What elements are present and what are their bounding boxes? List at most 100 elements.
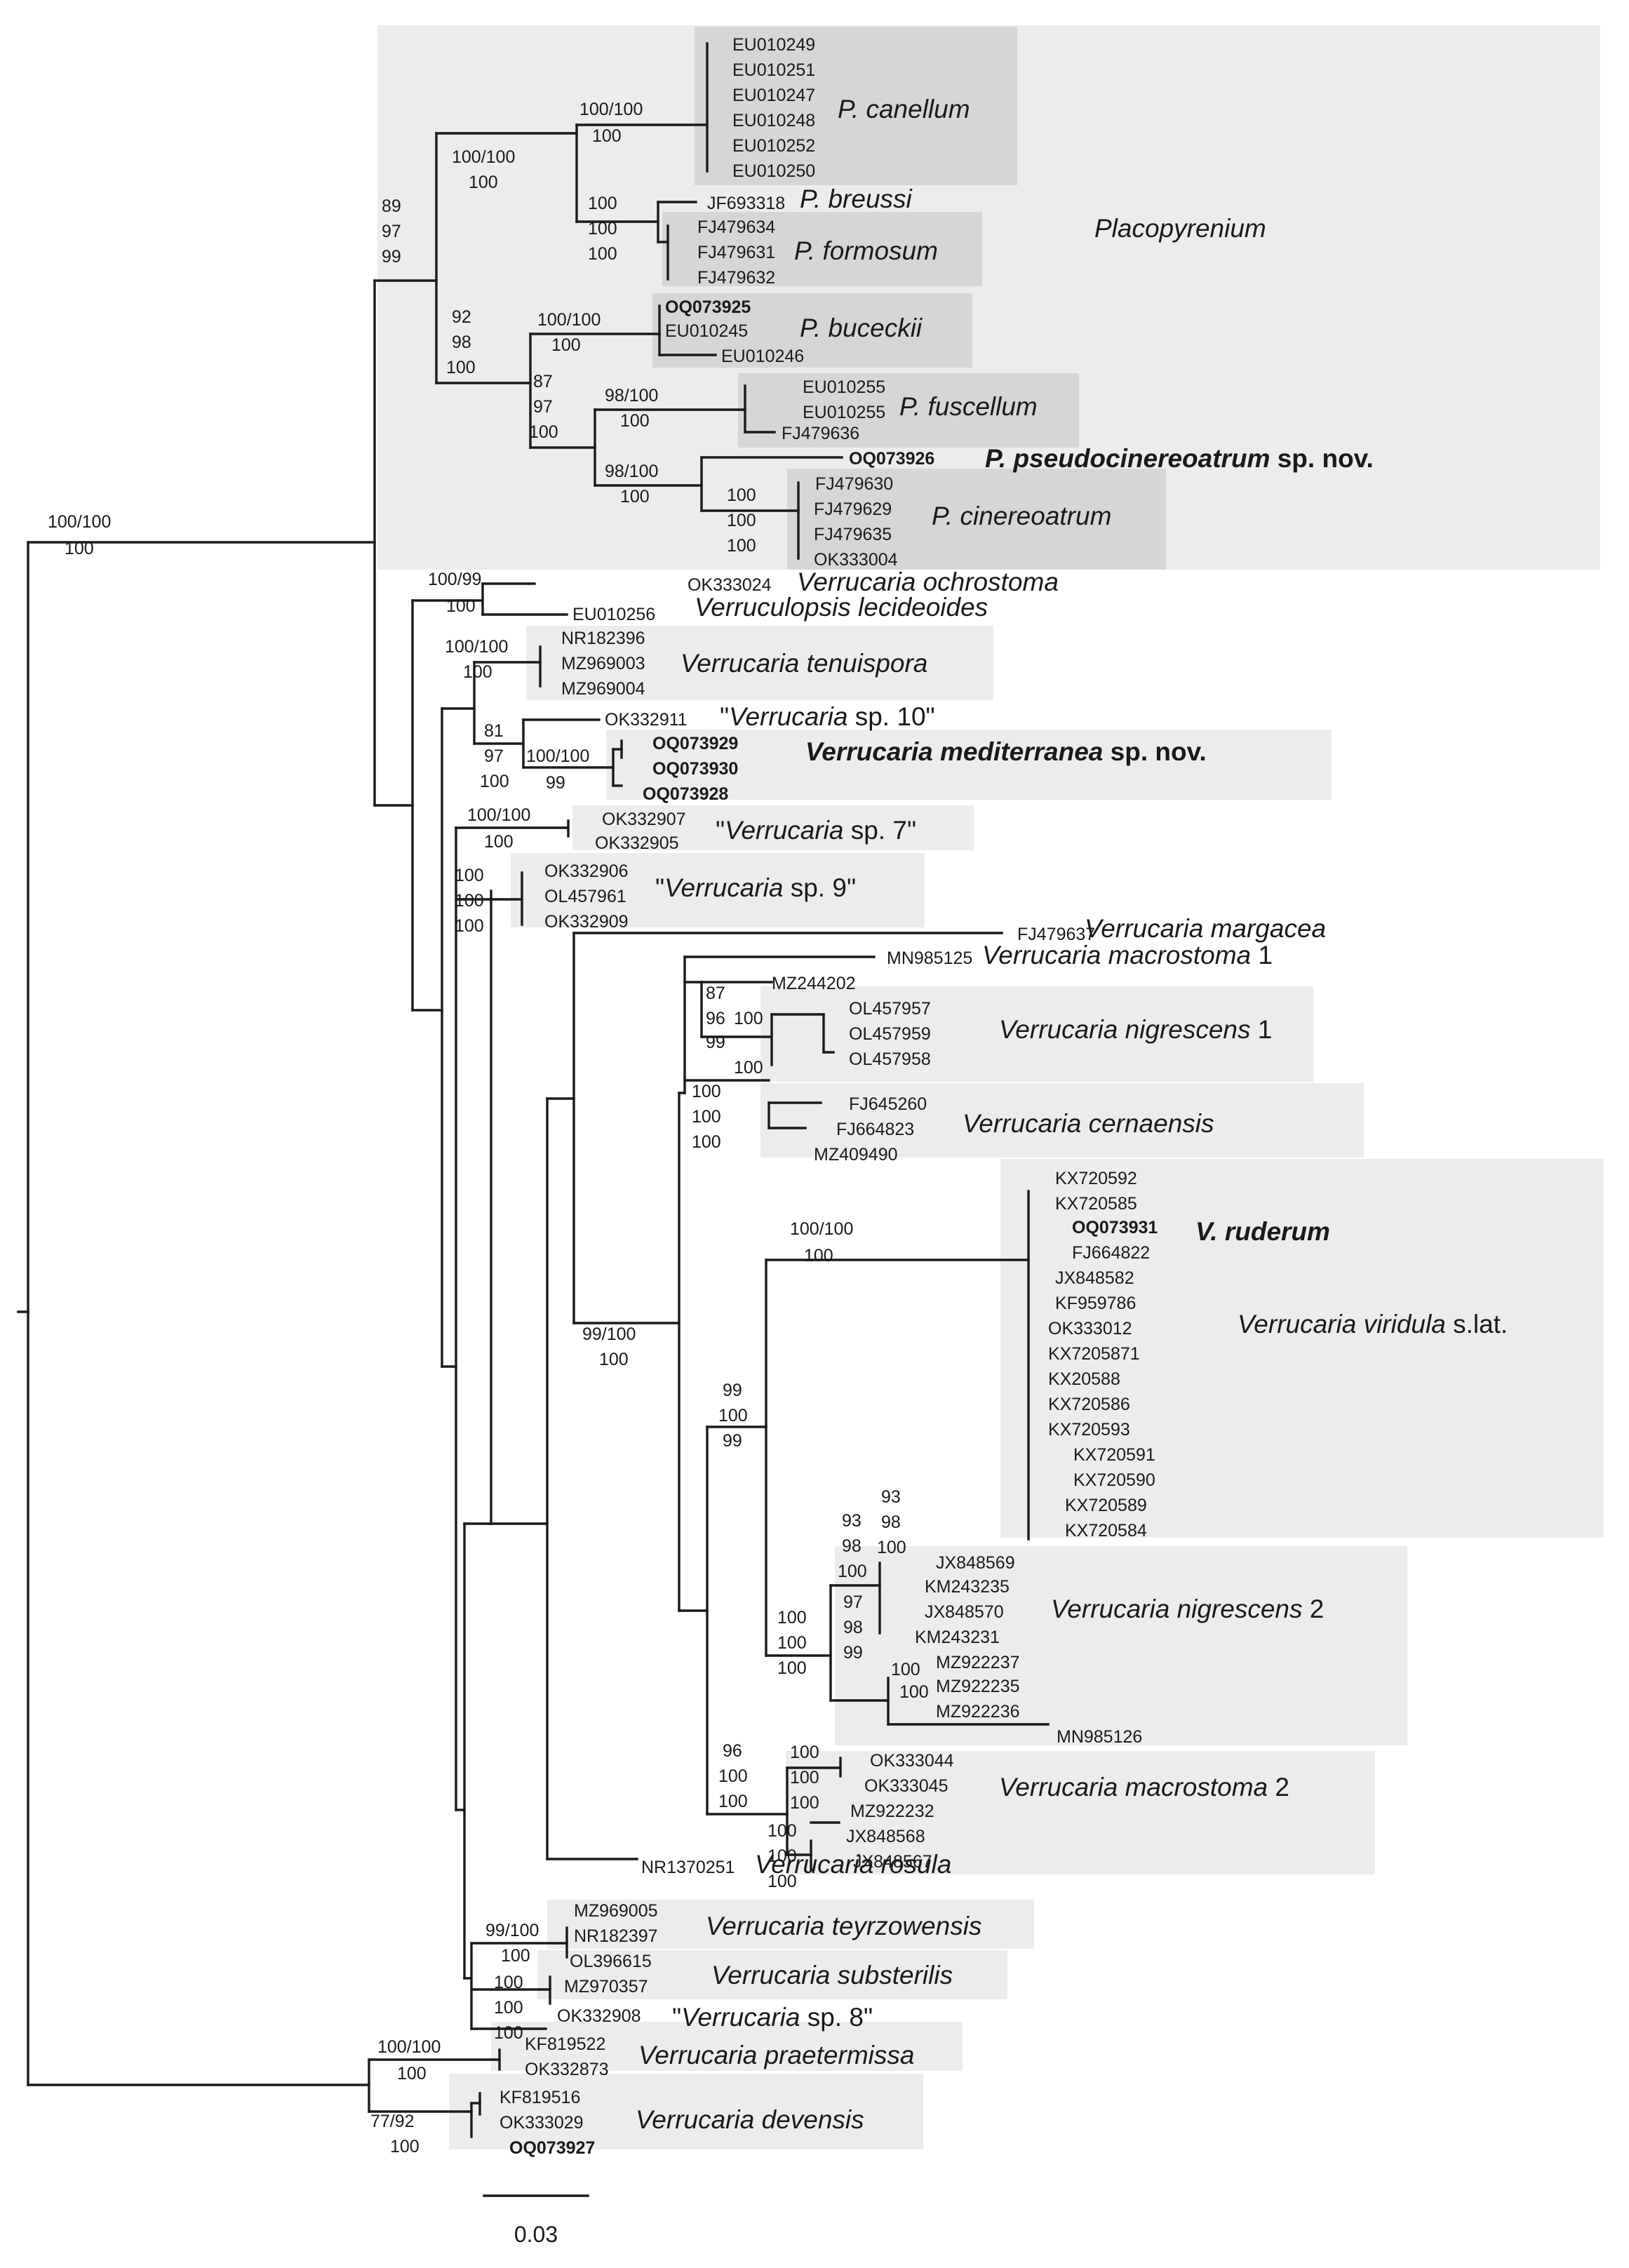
species-name: Verrucaria macrostoma <box>982 941 1251 969</box>
accession-label: OK332908 <box>557 2006 641 2026</box>
sp9-box <box>511 853 925 927</box>
viridula-box <box>1000 1159 1604 1538</box>
accession-label: FJ479637 <box>1017 925 1095 944</box>
support-value: 100 <box>899 1682 929 1702</box>
support-value: 100/100 <box>48 512 111 532</box>
support-value: 100 <box>790 1743 819 1762</box>
support-value: 100 <box>592 126 622 146</box>
accession-label: MZ969004 <box>561 679 645 699</box>
species-num: 2 <box>1303 1595 1325 1623</box>
support-value: 99/100 <box>582 1324 636 1344</box>
accession-label: KX720590 <box>1073 1470 1155 1490</box>
support-value: 100 <box>767 1872 797 1891</box>
support-value: 100 <box>455 916 484 936</box>
accession-label: OK332911 <box>605 710 688 730</box>
quote-open: " <box>716 816 725 845</box>
species-label: Verrucaria devensis <box>636 2105 864 2134</box>
accession-label: MZ922236 <box>936 1702 1020 1722</box>
support-value: 100 <box>790 1768 819 1787</box>
accession-label: OL457959 <box>849 1024 931 1044</box>
support-value: 100 <box>480 772 509 791</box>
accession-label: MZ922237 <box>936 1653 1020 1672</box>
support-value: 100 <box>790 1793 819 1813</box>
support-value: 100 <box>551 335 581 355</box>
species-label: Verruculopsis lecideoides <box>695 593 988 622</box>
accession-label: OK333024 <box>688 575 772 595</box>
accession-label: FJ645260 <box>849 1094 927 1114</box>
accession-label: OK332873 <box>525 2060 609 2079</box>
accession-label: OQ073928 <box>643 784 728 804</box>
clade-boxes <box>377 25 1604 2149</box>
support-value: 93 <box>881 1487 901 1507</box>
support-value: 100/100 <box>452 147 515 167</box>
support-value: 99 <box>843 1643 863 1663</box>
accession-labels: EU010249 EU010251 EU010247 EU010248 EU01… <box>500 35 1158 2158</box>
accession-label: NR1370251 <box>641 1858 735 1877</box>
support-value: 97 <box>533 397 553 417</box>
support-value: 98 <box>842 1536 862 1556</box>
species-label: P. fuscellum <box>899 392 1038 421</box>
accession-label: FJ664822 <box>1072 1243 1150 1263</box>
accession-label: OQ073925 <box>665 297 751 317</box>
species-label: P. cinereoatrum <box>932 502 1111 530</box>
accession-label: KX720586 <box>1048 1395 1130 1414</box>
support-value: 81 <box>484 721 504 741</box>
support-value: 100/100 <box>579 100 643 119</box>
accession-label: OQ073927 <box>509 2138 595 2158</box>
species-label: Verrucaria praetermissa <box>638 2041 914 2069</box>
support-value: 100 <box>777 1608 807 1628</box>
species-rest: sp. 10" <box>847 702 934 731</box>
support-value: 100 <box>767 1846 797 1866</box>
accession-label: KF819516 <box>500 2088 580 2107</box>
accession-label: FJ479636 <box>782 424 859 443</box>
accession-label: OL457961 <box>544 887 626 906</box>
species-label: Verrucaria viridula s.lat. <box>1238 1310 1508 1338</box>
mediterranea-box <box>606 730 1332 800</box>
nigrescens1-box <box>760 986 1313 1082</box>
genus-name: Verrucaria <box>725 816 843 845</box>
species-label: "Verrucaria sp. 7" <box>716 816 916 845</box>
accession-label: JX848582 <box>1055 1268 1134 1288</box>
support-value: 100 <box>494 1973 523 1992</box>
accession-label: OK332909 <box>544 912 629 932</box>
species-label: Verrucaria ochrostoma <box>797 568 1059 596</box>
accession-label: EU010255 <box>803 377 885 397</box>
support-value: 100/99 <box>428 570 481 589</box>
support-value: 100 <box>599 1350 629 1369</box>
cernaensis-box <box>760 1083 1364 1158</box>
species-rest: sp. 9" <box>783 873 856 902</box>
support-value: 98 <box>843 1618 863 1637</box>
accession-label: EU010245 <box>665 321 748 341</box>
accession-label: NR182397 <box>574 1926 658 1946</box>
quote-open: " <box>655 873 664 902</box>
accession-label: KX720591 <box>1073 1445 1155 1465</box>
accession-label: KF819522 <box>525 2034 605 2054</box>
support-value: 99 <box>546 773 565 793</box>
support-value: 100 <box>734 1009 763 1028</box>
accession-label: EU010251 <box>732 60 815 80</box>
support-value: 100 <box>727 536 756 556</box>
support-value: 99 <box>723 1381 742 1400</box>
accession-label: FJ479635 <box>814 525 892 544</box>
species-label: V. ruderum <box>1195 1217 1330 1246</box>
accession-label: OL457958 <box>849 1049 931 1069</box>
species-label: P. pseudocinereoatrum sp. nov. <box>985 444 1374 473</box>
species-suffix: s.lat. <box>1446 1310 1508 1338</box>
accession-label: OK333045 <box>864 1776 948 1796</box>
genus-label: Placopyrenium <box>1094 214 1266 243</box>
support-value: 99/100 <box>485 1921 539 1940</box>
accession-label: OQ073930 <box>652 759 738 779</box>
support-value: 87 <box>533 372 553 391</box>
genus-name: Verrucaria <box>664 873 783 902</box>
species-rest: sp. 7" <box>843 816 916 845</box>
accession-label: KX720589 <box>1065 1496 1147 1515</box>
accession-label: FJ479631 <box>697 243 775 262</box>
species-label: Verrucaria nigrescens 2 <box>1051 1595 1324 1623</box>
macrostoma2-box <box>786 1751 1375 1874</box>
species-label: Verrucaria nigrescens 1 <box>999 1015 1272 1044</box>
species-label: P. buceckii <box>800 314 923 342</box>
support-value: 100 <box>777 1658 807 1678</box>
genus-name: Verrucaria <box>729 702 847 731</box>
support-value: 100 <box>390 2137 420 2156</box>
accession-label: EU010248 <box>732 111 815 130</box>
